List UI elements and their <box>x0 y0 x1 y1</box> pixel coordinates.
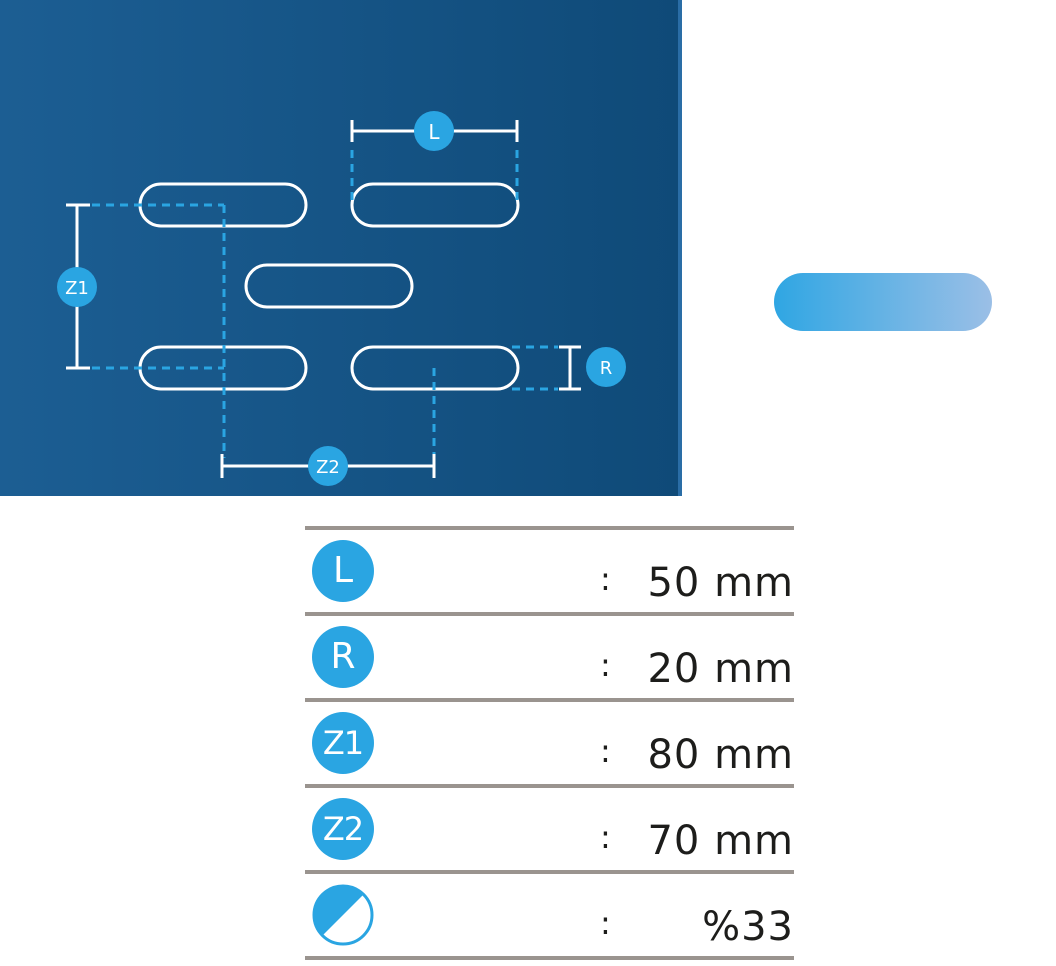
open-area-half-circle-svg <box>312 884 374 946</box>
spec-value-z1: 80 mm <box>647 732 794 778</box>
spec-row-z2: Z2 : 70 mm <box>305 788 794 874</box>
label-bubble-z1: Z1 <box>57 267 97 307</box>
spec-value-z2: 70 mm <box>647 818 794 864</box>
spec-table: L : 50 mm R : 20 mm Z1 : 80 mm Z2 : 70 m… <box>305 526 794 960</box>
radius-badge-icon: R <box>312 626 374 688</box>
spec-row-radius: R : 20 mm <box>305 616 794 702</box>
open-area-half-circle-icon <box>312 884 374 946</box>
slot-middle <box>244 263 414 309</box>
accent-pill <box>774 273 992 331</box>
label-bubble-r: R <box>586 347 626 387</box>
spec-table-top-rule <box>305 526 794 530</box>
length-badge-icon: L <box>312 540 374 602</box>
label-bubble-l: L <box>414 111 454 151</box>
spec-separator: : <box>600 560 611 598</box>
spec-separator: : <box>600 904 611 942</box>
spec-separator: : <box>600 732 611 770</box>
dimension-lines <box>66 120 581 478</box>
spec-row-z1: Z1 : 80 mm <box>305 702 794 788</box>
spec-separator: : <box>600 818 611 856</box>
z2-badge-icon: Z2 <box>312 798 374 860</box>
spec-row-open-area: : %33 <box>305 874 794 960</box>
spec-value-radius: 20 mm <box>647 646 794 692</box>
spec-value-length: 50 mm <box>647 560 794 606</box>
label-z2: Z2 <box>316 457 340 478</box>
dashed-guides <box>92 150 558 458</box>
spec-value-open-area: %33 <box>702 904 794 950</box>
spec-separator: : <box>600 646 611 684</box>
label-l: L <box>428 120 440 144</box>
z1-badge-icon: Z1 <box>312 712 374 774</box>
spec-row-length: L : 50 mm <box>305 530 794 616</box>
label-bubble-z2: Z2 <box>308 446 348 486</box>
slot-pattern-diagram-panel: L Z1 Z2 R <box>0 0 682 496</box>
slot-pattern-diagram: L Z1 Z2 R <box>57 111 626 486</box>
label-z1: Z1 <box>65 278 89 299</box>
label-r: R <box>600 358 613 379</box>
slot-top-right <box>350 182 520 228</box>
slots <box>138 182 520 391</box>
